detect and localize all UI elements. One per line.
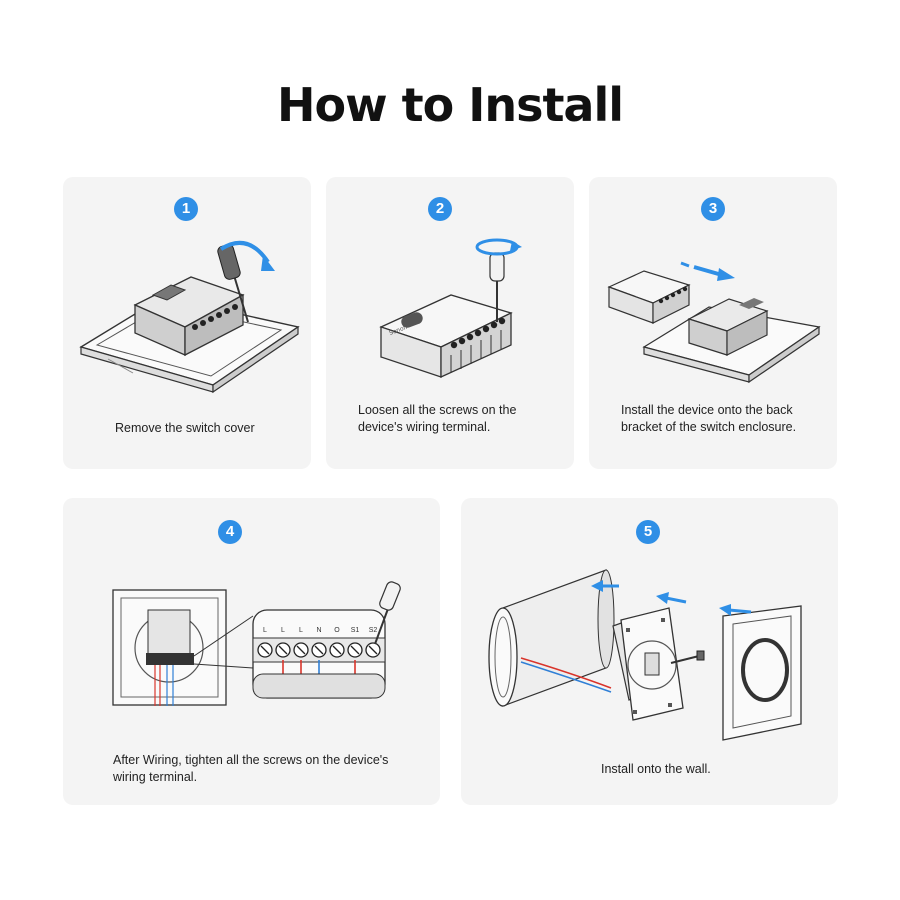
- step-4-illustration: L L L N O S1 S2: [112, 581, 401, 706]
- step-4-caption-line1: After Wiring, tighten all the screws on …: [113, 753, 389, 767]
- terminal-label: S1: [351, 627, 360, 634]
- step-2-caption-line2: device's wiring terminal.: [358, 420, 491, 434]
- step-2-illustration: Sonoff: [379, 238, 522, 379]
- step-4-card: 4 L L L N O S1 S2: [63, 498, 440, 805]
- step-3-badge: 3: [701, 197, 725, 221]
- terminal-label: L: [299, 627, 303, 634]
- step-1-caption: Remove the switch cover: [115, 421, 255, 435]
- step-4-badge: 4: [218, 520, 242, 544]
- step-2-card: 2 Sonoff Loosen all the screws on the de…: [326, 177, 574, 469]
- terminal-label: L: [281, 627, 285, 634]
- step-5-card: 5 Install onto the w: [461, 498, 838, 805]
- step-5-illustration: [488, 569, 802, 741]
- terminal-label: S2: [369, 627, 378, 634]
- step-1-illustration: [79, 240, 300, 394]
- step-1-badge: 1: [174, 197, 198, 221]
- terminal-label: O: [334, 627, 340, 634]
- step-3-caption-line1: Install the device onto the back: [621, 403, 793, 417]
- step-3-card: 3 Install the device onto the back brack…: [589, 177, 837, 469]
- terminal-label: N: [316, 627, 321, 634]
- step-2-badge: 2: [428, 197, 452, 221]
- step-2-caption-line1: Loosen all the screws on the: [358, 403, 517, 417]
- page-title: How to Install: [276, 78, 624, 132]
- step-5-caption: Install onto the wall.: [601, 762, 711, 776]
- terminal-label: L: [263, 627, 267, 634]
- step-3-illustration: [607, 261, 821, 384]
- step-1-card: 1 Remove the switch cover: [63, 177, 311, 469]
- step-5-badge: 5: [636, 520, 660, 544]
- step-4-caption-line2: wiring terminal.: [113, 770, 198, 784]
- step-3-caption-line2: bracket of the switch enclosure.: [621, 420, 797, 434]
